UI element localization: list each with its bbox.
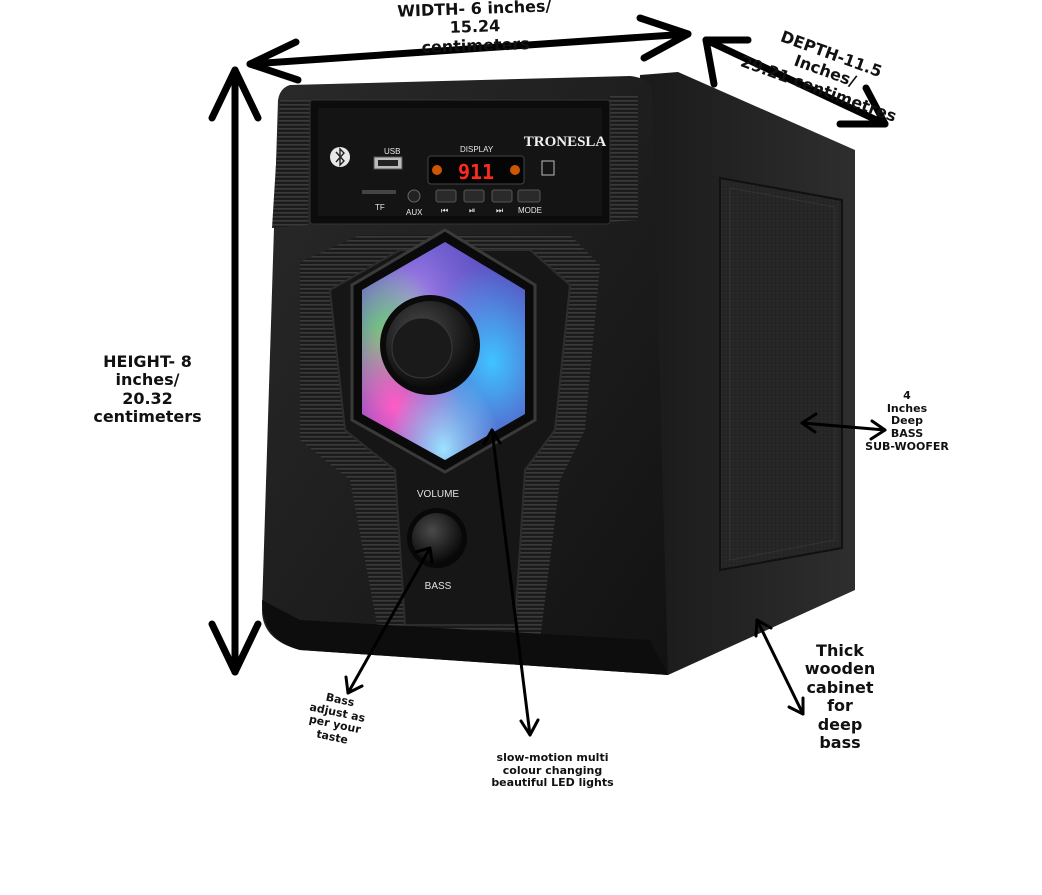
cabinet-line: wooden	[804, 659, 876, 679]
led-display	[427, 155, 525, 185]
aux-jack[interactable]	[407, 189, 421, 203]
volume-label: VOLUME	[417, 489, 460, 500]
top-left-grille	[272, 100, 310, 228]
width-arrow	[246, 30, 692, 68]
cabinet-line: deep	[817, 714, 863, 734]
woofer-line: Deep	[891, 414, 923, 428]
brand-logo: TRONESLA	[524, 134, 607, 150]
display-label: DISPLAY	[460, 145, 494, 154]
next-icon: ⏭	[496, 206, 503, 215]
bass-label: BASS	[425, 581, 452, 592]
cabinet-annotation: Thick wooden cabinet for deep bass	[796, 641, 884, 752]
woofer-line: BASS	[890, 426, 924, 440]
mode-button[interactable]	[517, 189, 541, 203]
woofer-line: 4	[903, 389, 911, 402]
depth-arrow	[702, 36, 889, 128]
led-line: slow-motion multi	[496, 751, 609, 764]
mode-label: MODE	[518, 206, 542, 215]
width-annotation: WIDTH- 6 inches/ 15.24 centimeters	[394, 0, 556, 58]
next-button[interactable]	[491, 189, 513, 203]
prev-icon: ⏮	[441, 206, 448, 215]
woofer-annotation: 4 Inches Deep BASS SUB-WOOFER	[862, 389, 952, 453]
led-annotation: slow-motion multi colour changing beauti…	[470, 751, 635, 790]
prev-button[interactable]	[435, 189, 457, 203]
usb-label: USB	[384, 147, 400, 156]
aux-label: AUX	[406, 208, 423, 217]
bass-arrow	[346, 546, 432, 695]
woofer-line: SUB-WOOFER	[865, 439, 949, 453]
woofer-arrow	[800, 421, 887, 432]
led-line: colour changing	[502, 763, 603, 777]
woofer-line: Inches	[886, 401, 928, 415]
subwoofer-panel	[719, 176, 843, 572]
play-pause-icon: ⏯	[469, 206, 475, 215]
top-right-grille	[606, 96, 638, 222]
width-line-2: 15.24 centimeters	[421, 16, 531, 57]
led-arrow	[490, 428, 532, 737]
height-line-1: HEIGHT- 8 inches/	[103, 352, 192, 390]
height-line-2: 20.32 centimeters	[93, 388, 202, 427]
tf-label: TF	[375, 203, 385, 212]
play-pause-button[interactable]	[463, 189, 485, 203]
cabinet-line: cabinet	[806, 677, 874, 697]
led-line: beautiful LED lights	[491, 776, 614, 790]
remote-sensor-icon	[541, 160, 555, 176]
display-value: 911	[458, 160, 494, 184]
cabinet-line: for	[827, 696, 853, 716]
tf-slot[interactable]	[362, 190, 396, 194]
cabinet-line: bass	[819, 732, 861, 752]
cabinet-line: Thick	[816, 641, 864, 660]
cabinet-arrow	[755, 618, 805, 716]
height-annotation: HEIGHT- 8 inches/ 20.32 centimeters	[70, 352, 225, 427]
